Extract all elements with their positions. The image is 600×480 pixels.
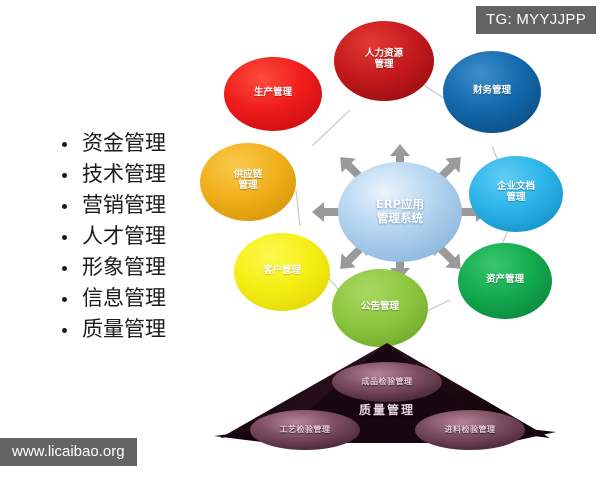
erp-hub-spoke-diagram: ERP应用 管理系统 生产管理 人力资源 管理 财务管理 企业文档 管理 资产管…: [200, 18, 600, 458]
node-finance: [443, 51, 541, 133]
site-watermark: www.licaibao.org: [0, 438, 137, 466]
node-produce: [224, 57, 322, 131]
list-item: 营销管理: [56, 190, 226, 221]
quality-pyramid: [214, 343, 556, 450]
management-bullet-list: 资金管理 技术管理 营销管理 人才管理 形象管理 信息管理 质量管理: [56, 128, 226, 345]
list-item: 形象管理: [56, 252, 226, 283]
node-hr: [334, 21, 434, 101]
list-item: 人才管理: [56, 221, 226, 252]
list-item: 信息管理: [56, 283, 226, 314]
list-item: 技术管理: [56, 159, 226, 190]
node-customer: [234, 233, 330, 311]
tg-badge: TG: MYYJJPP: [476, 6, 596, 34]
node-notice: [332, 269, 428, 347]
pyramid-node-finished: [332, 362, 442, 402]
node-document: [469, 156, 563, 232]
pyramid-node-process: [250, 410, 360, 450]
node-supply: [200, 143, 296, 221]
node-center: [338, 162, 462, 262]
list-item: 资金管理: [56, 128, 226, 159]
pyramid-node-incoming: [415, 410, 525, 450]
node-asset: [458, 243, 552, 319]
list-item: 质量管理: [56, 314, 226, 345]
